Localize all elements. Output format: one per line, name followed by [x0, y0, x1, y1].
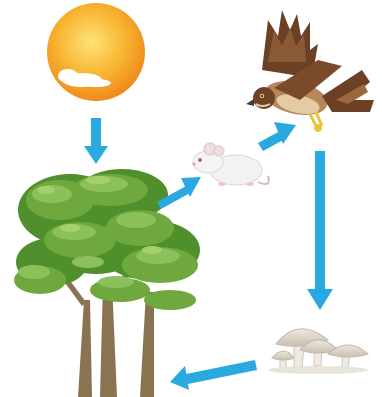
tree-icon [14, 169, 200, 397]
mushroom-icon [268, 329, 368, 374]
arrow-hawk-to-mushrooms [307, 151, 333, 310]
hawk-icon [246, 10, 374, 132]
arrow-mushrooms-to-trees [170, 360, 257, 390]
arrow-sun-to-trees [84, 118, 108, 164]
sun-icon [47, 3, 145, 101]
arrow-mouse-to-hawk [258, 122, 296, 151]
mouse-icon [192, 143, 268, 186]
